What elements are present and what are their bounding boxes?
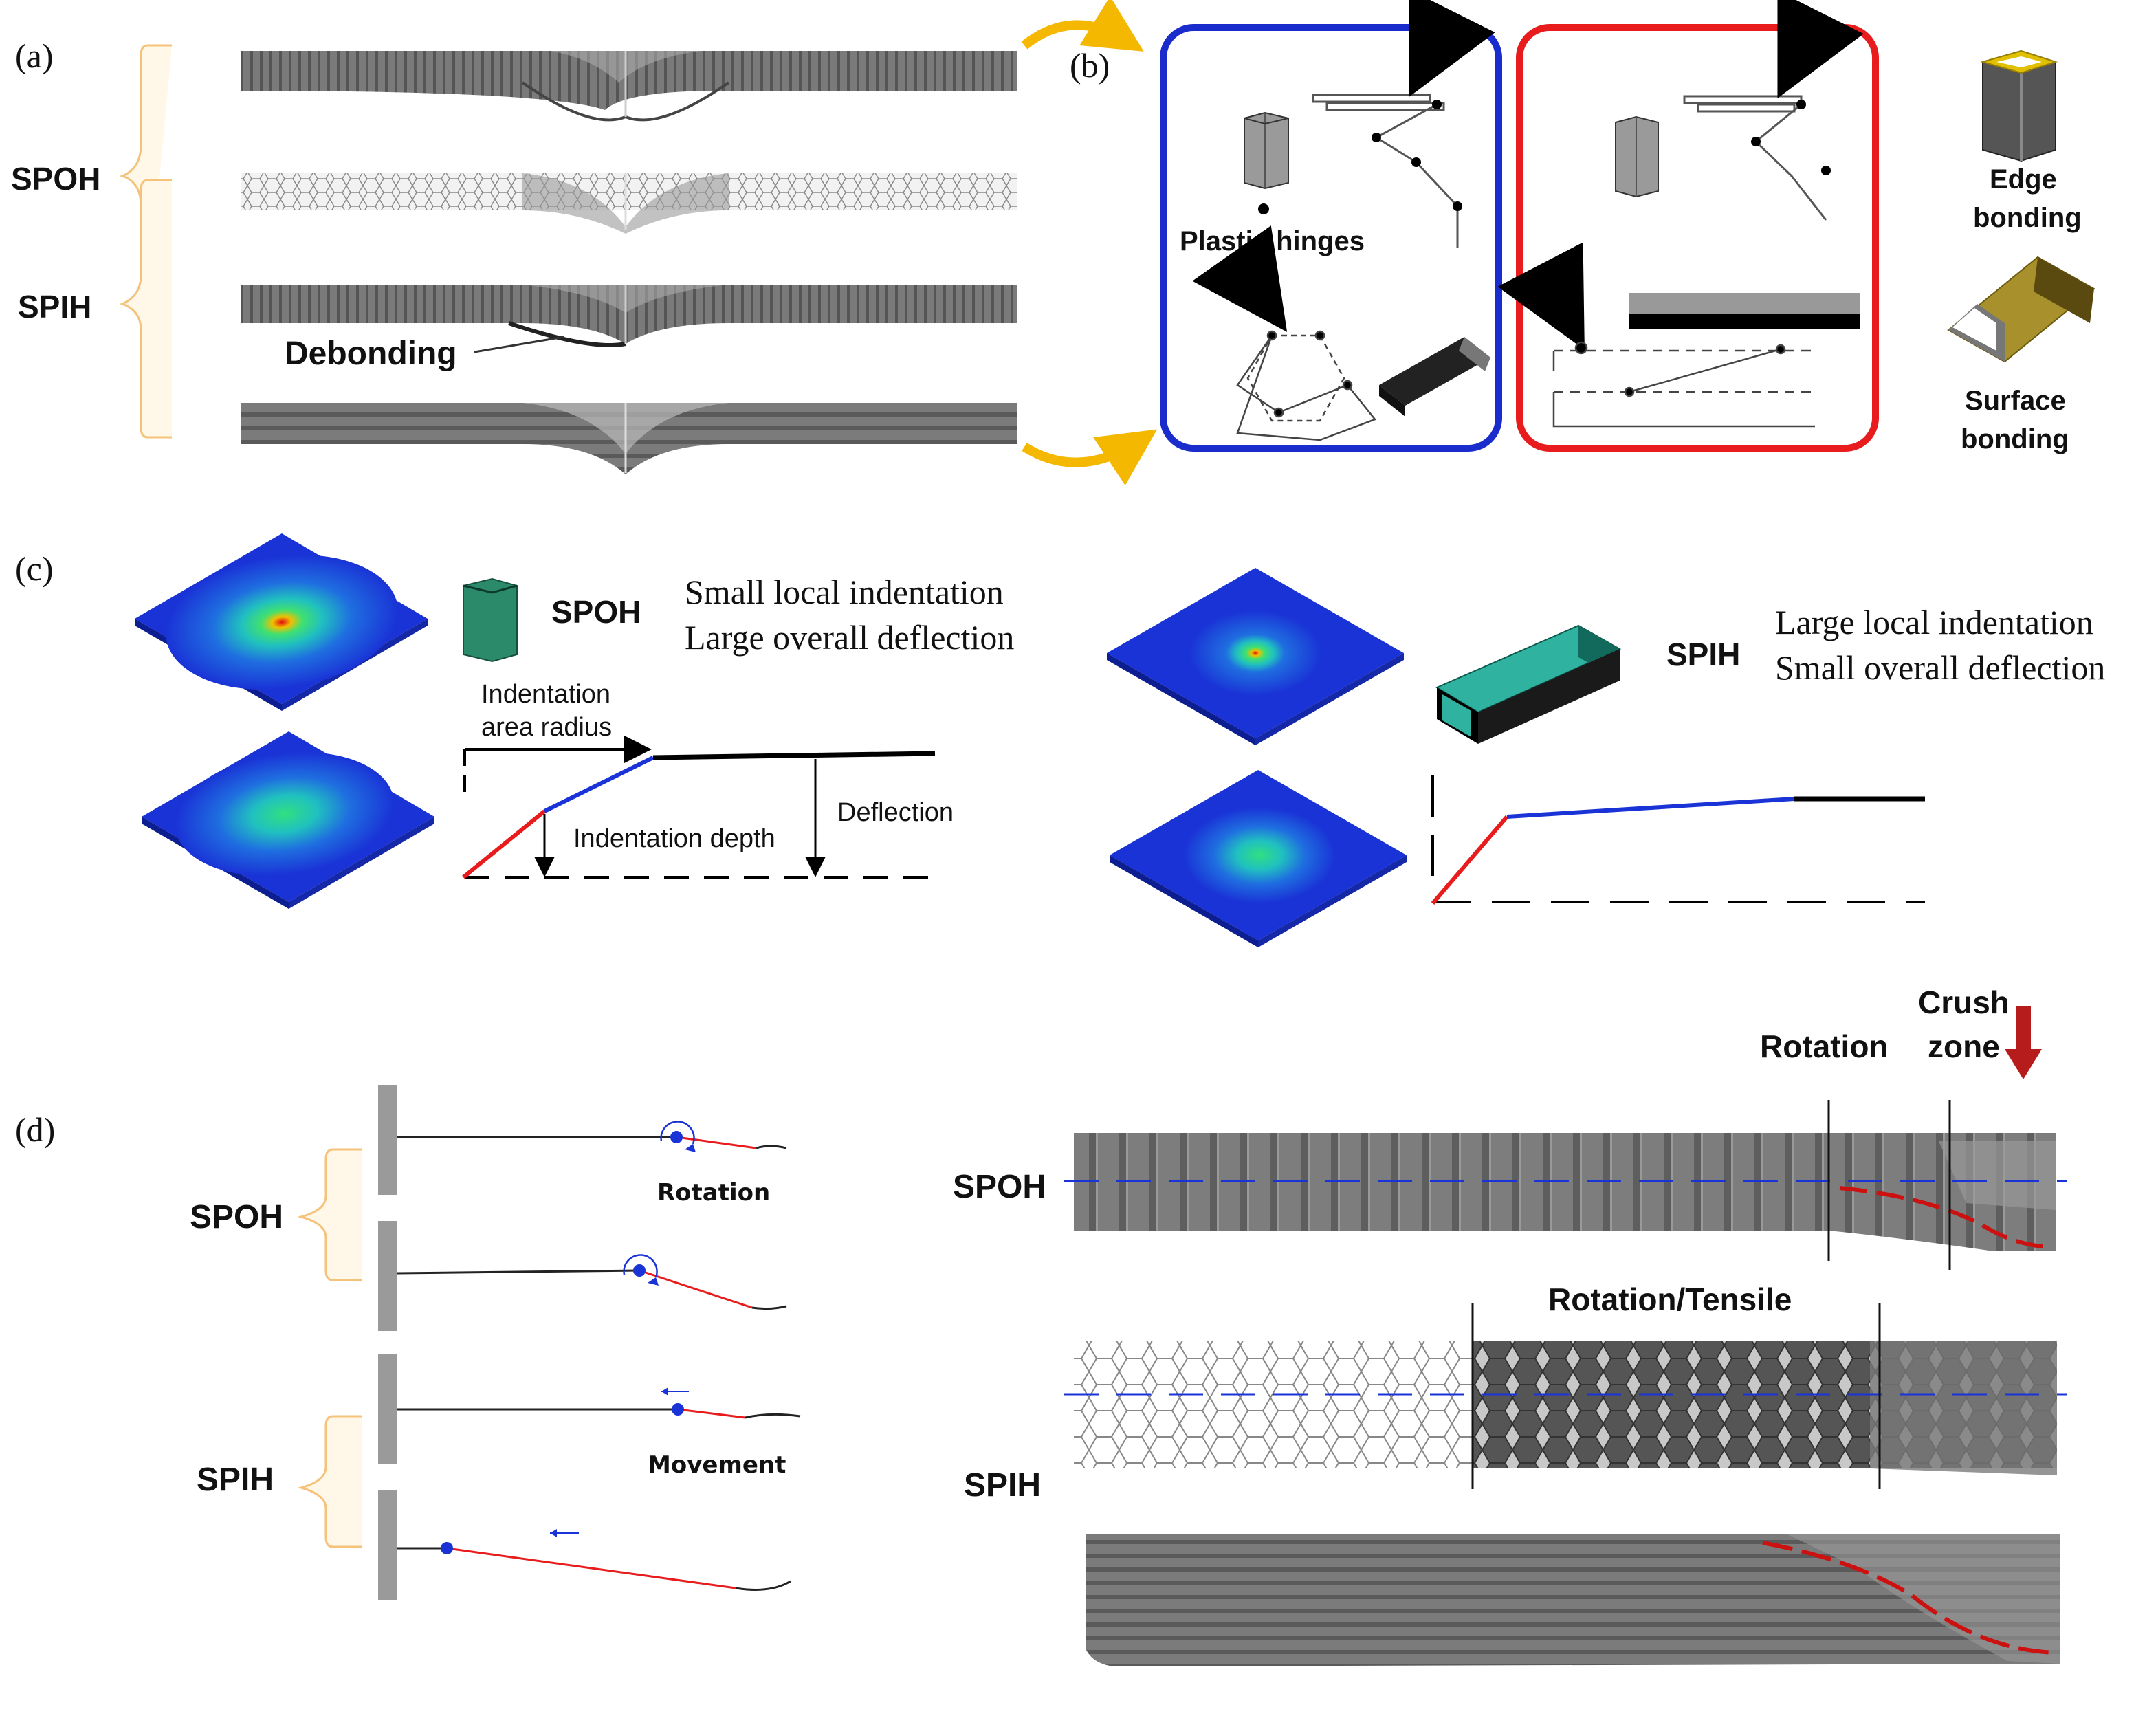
rotation-label-d: Rotation [657,1179,770,1207]
spoh-label-d: SPOH [190,1199,283,1235]
spih-bracket-a [120,179,172,439]
deflection-label: Deflection [837,798,954,827]
hinge-linkage-blue [1312,94,1462,248]
side-label-spoh-a: SPOH [11,161,100,197]
orange-arrow-bottom [1022,429,1158,486]
spoh-bracket-d [297,1148,362,1282]
side-label-spih-a: SPIH [18,289,91,324]
crush-label-2: zone [1928,1028,2000,1064]
surface-bonding-label-2: bonding [1961,424,2069,454]
top-rotation-label: Rotation [1760,1028,1889,1064]
edge-bonding-label-2: bonding [1973,203,2082,233]
load-arrow-blue [1409,0,1495,98]
spoh-beam-deformed [1064,1100,2067,1270]
spoh-desc-1: Small local indentation [685,573,1004,611]
cantilever-spih-2 [378,1490,791,1600]
indentation-depth-label: Indentation depth [573,824,776,853]
spoh-label-right: SPOH [953,1169,1046,1205]
surface-bonding-tube-icon [1947,256,2096,363]
load-arrow-red-2 [1497,242,1585,350]
spih-label-right: SPIH [964,1467,1041,1504]
crush-label-1: Crush [1918,984,2010,1020]
plastic-hinge-dot [1258,204,1269,214]
panel-a-label: (a) [15,36,54,75]
strip-cross-section [1629,293,1860,329]
fe-plate-spoh-bottom [142,732,434,909]
spoh-deflection-plot: Indentation area radius Indentation dept… [462,680,954,879]
cantilever-spoh-2 [378,1221,787,1331]
red-box [1516,24,1879,452]
debonding-callout: Debonding [285,336,457,372]
sandwich-beam-2 [241,173,1018,234]
edge-bonding-label-1: Edge [1990,164,2057,195]
spih-deflection-plot [1431,776,1925,905]
spih-bracket-d [297,1415,362,1548]
spih-tube-icon [1435,624,1622,744]
sandwich-beam-4 [241,403,1018,474]
blue-box [1160,24,1502,452]
hexagon-collapse-diagram [1236,330,1377,441]
spoh-desc-2: Large overall deflection [685,618,1014,657]
spih-title-c: SPIH [1666,637,1740,672]
crush-load-arrow [2005,1006,2042,1079]
panel-b-label: (b) [1070,46,1110,85]
slip-diagram [1552,341,1815,428]
spih-desc-2: Small overall deflection [1775,648,2105,687]
spoh-title-c: SPOH [551,594,641,630]
radius-label-1: Indentation [481,680,610,709]
movement-label-d: Movement [648,1451,786,1479]
panel-c-label: (c) [15,549,54,588]
rotation-tensile-label: Rotation/Tensile [1548,1282,1792,1317]
load-arrow-blue-2 [1192,226,1288,332]
cantilever-spoh-1 [378,1085,787,1195]
sandwich-beam-3 [241,285,1018,347]
orange-arrow-top [1021,0,1144,52]
radius-label-2: area radius [481,713,612,742]
spih-striped-beam [1086,1534,2060,1666]
load-arrow-red [1777,0,1864,99]
cantilever-spih-1 [378,1354,801,1464]
spih-label-d: SPIH [197,1462,274,1498]
panel-d-label: (d) [15,1110,55,1149]
plastic-hinges-caption: Plastic hinges [1180,226,1365,256]
edge-bonding-cell-icon [1980,50,2058,162]
hexagonal-cell-small-blue [1244,111,1289,190]
spoh-cell-icon [463,578,518,663]
debonding-leader [474,336,564,353]
spih-desc-1: Large local indentation [1775,603,2093,641]
hexagonal-cell-small-red [1615,116,1659,198]
surface-bonding-label-1: Surface [1965,386,2066,416]
spih-hex-beam [1064,1304,2067,1489]
hinge-linkage-red [1683,95,1831,221]
fe-plate-spih-bottom [1110,770,1407,947]
hexagonal-tube-blue [1379,337,1490,417]
fe-plate-spih-top [1107,568,1404,745]
sandwich-beam-1 [241,51,1018,122]
fe-plate-spoh-top [135,534,428,711]
